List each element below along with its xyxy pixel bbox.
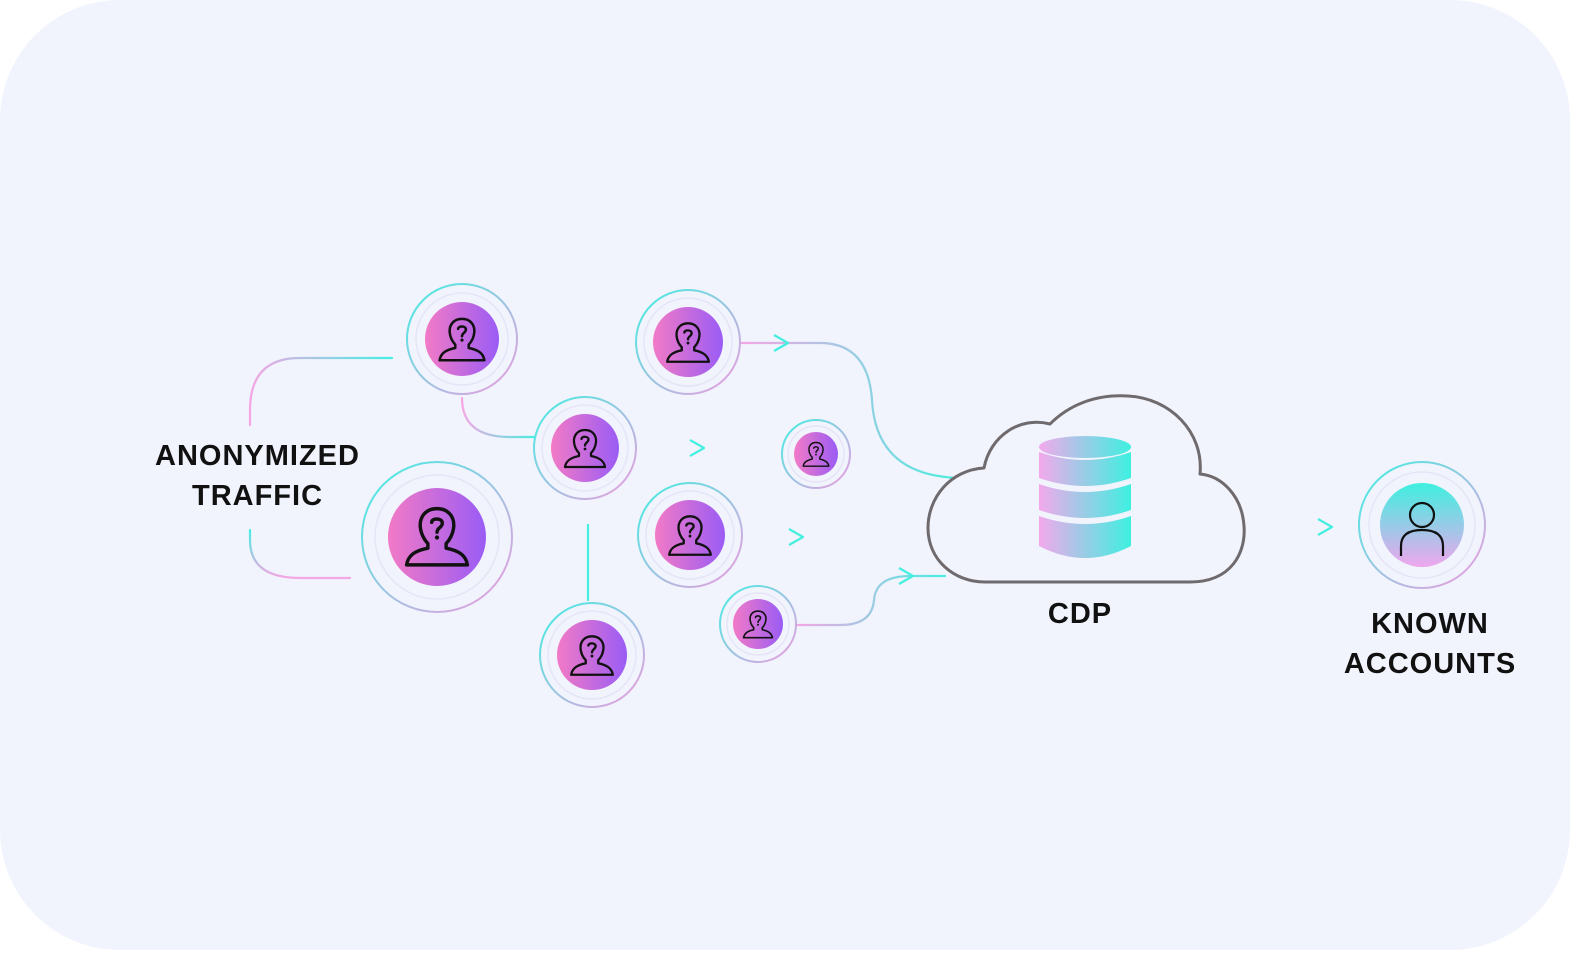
connector-lines [248,337,1332,645]
known-accounts-label: KNOWN ACCOUNTS [1320,604,1540,684]
anonymized-traffic-line-1: ANONYMIZED [155,440,360,472]
anonymous-user-node [533,396,637,500]
user-icon [1399,501,1445,556]
known-accounts-line-1: KNOWN [1371,608,1489,640]
database-icon [1039,436,1131,558]
cloud-icon [926,394,1246,584]
line-n2-cdp [738,341,962,480]
known-account-node [1358,461,1486,589]
anonymized-traffic-line-2: TRAFFIC [191,480,324,512]
anonymized-traffic-label: ANONYMIZED TRAFFIC [130,436,385,516]
anonymous-user-node [361,461,513,613]
anonymous-user-node [406,283,518,395]
cdp-cloud [926,394,1246,584]
anonymous-user-node [635,289,741,395]
line-n8-cdp [795,574,947,627]
anonymous-user-node [637,482,743,588]
known-accounts-line-2: ACCOUNTS [1343,648,1517,680]
cdp-label: CDP [1047,598,1113,630]
background-panel [0,0,1570,950]
bracket-bottom [248,528,352,580]
anonymous-user-node [781,419,851,489]
anonymous-nodes [361,283,851,708]
anonymous-user-node [539,602,645,708]
anonymous-user-node [719,585,797,663]
line-n1-n3 [460,396,537,439]
bracket-top [248,356,394,427]
